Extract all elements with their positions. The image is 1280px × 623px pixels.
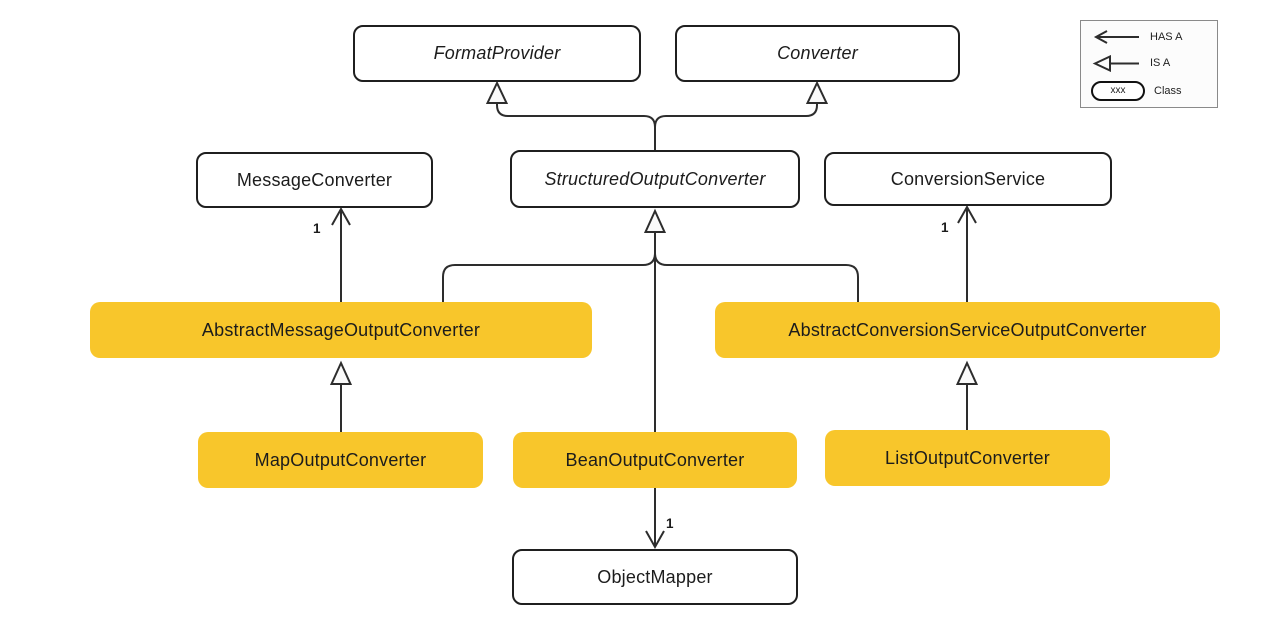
isa-triangle-icon [329,360,353,385]
edge-hasa-beanoutputconverter-to-objectmapper [645,488,665,550]
multiplicity-objectmapper: 1 [666,516,674,531]
node-conversionservice: ConversionService [824,152,1112,206]
multiplicity-messageconverter: 1 [313,221,321,236]
node-objectmapper: ObjectMapper [512,549,798,605]
node-mapoutputconverter: MapOutputConverter [198,432,483,488]
legend-is-a-label: IS A [1150,57,1171,69]
isa-triangle-icon [643,208,667,233]
legend-row-class: xxx Class [1091,81,1207,101]
node-formatprovider: FormatProvider [353,25,641,82]
edge-isa-structuredoutputconverter-to-converter [654,80,829,128]
node-structuredoutputconverter: StructuredOutputConverter [510,150,800,208]
legend-row-has-a: HAS A [1091,29,1207,45]
legend-has-a-label: HAS A [1150,31,1183,43]
hasa-arrowhead-icon [645,530,665,550]
class-chip-icon: xxx [1091,81,1145,101]
is-a-arrow-icon [1092,54,1139,72]
isa-triangle-icon [955,360,979,385]
node-listoutputconverter: ListOutputConverter [825,430,1110,486]
edge-hasa-abstractmessageoutputconverter-to-messageconverter [331,206,351,302]
legend: HAS A IS A xxx Class [1080,20,1218,108]
legend-class-label: Class [1154,85,1182,97]
node-messageconverter: MessageConverter [196,152,433,208]
hasa-arrowhead-icon [331,206,351,226]
node-converter: Converter [675,25,960,82]
node-beanoutputconverter: BeanOutputConverter [513,432,797,488]
edge-hasa-abstractconversionserviceoutputconverter-to-conversionservice [957,204,977,302]
edge-isa-children-to-structuredoutputconverter [442,208,859,432]
multiplicity-conversionservice: 1 [941,220,949,235]
edge-isa-structuredoutputconverter-to-formatprovider [485,80,656,150]
isa-triangle-icon [485,80,509,104]
node-abstractmessageoutputconverter: AbstractMessageOutputConverter [90,302,592,358]
legend-row-is-a: IS A [1091,54,1207,72]
isa-triangle-icon [805,80,829,104]
edge-isa-listoutputconverter-to-abstractconversionserviceoutputconverter [955,360,979,430]
edge-isa-mapoutputconverter-to-abstractmessageoutputconverter [329,360,353,432]
has-a-arrow-icon [1093,30,1139,44]
node-abstractconversionserviceoutputconverter: AbstractConversionServiceOutputConverter [715,302,1220,358]
hasa-arrowhead-icon [957,204,977,224]
